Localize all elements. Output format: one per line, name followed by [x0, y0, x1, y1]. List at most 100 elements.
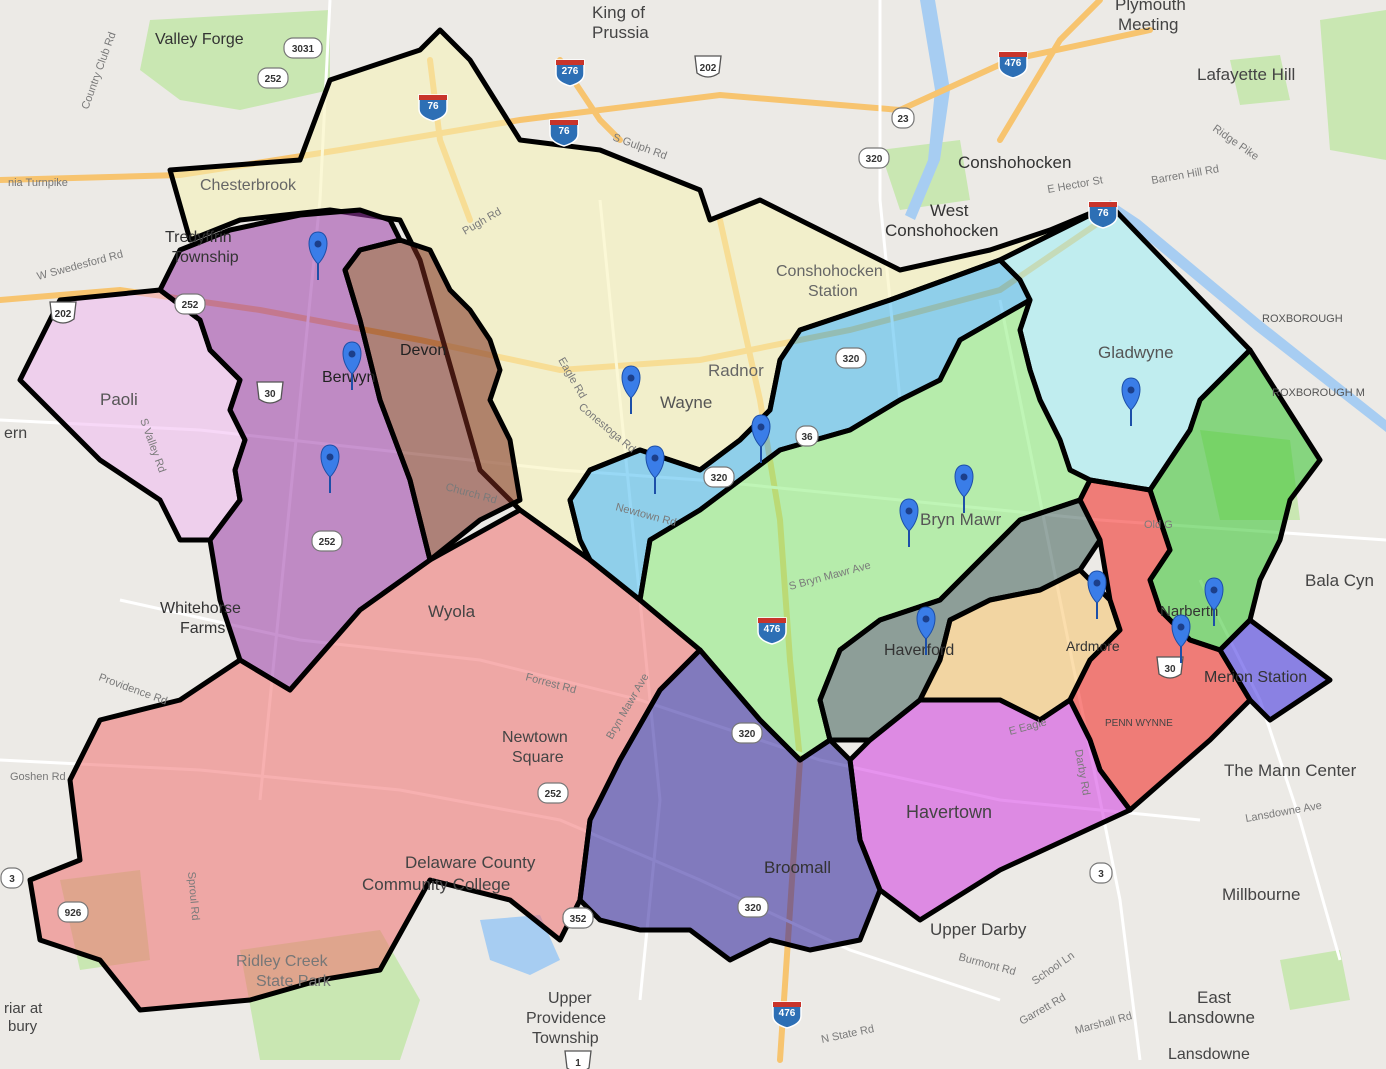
place-label-east-lansdowne: East: [1197, 988, 1231, 1007]
place-label-goshen: Goshen Rd: [10, 771, 66, 783]
location-pin-icon[interactable]: [320, 444, 340, 493]
route-shield-label: 252: [265, 74, 282, 85]
route-shield-r-36: 36: [795, 425, 819, 447]
location-pin-icon[interactable]: [308, 231, 328, 280]
place-label-bala-cynwyd: Bala Cyn: [1305, 571, 1374, 590]
place-label-west-conshohocken-2: Conshohocken: [885, 221, 998, 240]
place-label-conshohocken-station-2: Station: [808, 283, 858, 300]
place-label-ardmore: Ardmore: [1066, 638, 1120, 654]
route-shield-r-252-b: 252: [174, 293, 206, 315]
district-newtown[interactable]: [27, 507, 703, 1013]
place-label-bryn-mawr: Bryn Mawr: [920, 510, 1002, 529]
route-shield-r-252-c: 252: [311, 530, 343, 552]
district-havertown[interactable]: [847, 697, 1133, 923]
route-shield-label: 320: [711, 473, 728, 484]
location-pin-icon[interactable]: [645, 445, 665, 494]
location-pin-icon[interactable]: [916, 606, 936, 655]
route-shield-r-3-b: 3: [0, 867, 24, 889]
route-shield-label: 76: [558, 126, 570, 137]
route-shield-label: 1: [575, 1058, 581, 1069]
place-label-upper-providence-2: Providence: [526, 1010, 606, 1027]
route-shield-us-202-a: 202: [694, 55, 722, 78]
route-shield-label: 320: [866, 154, 883, 165]
location-pin-icon[interactable]: [1087, 570, 1107, 619]
place-label-merion-station: Merion Station: [1204, 669, 1307, 686]
route-shield-i-276: 276: [555, 59, 585, 87]
location-pin-icon[interactable]: [954, 464, 974, 513]
route-shield-r-252-a: 252: [257, 67, 289, 89]
route-shield-i-76-c: 76: [1088, 201, 1118, 229]
place-label-west-conshohocken: West: [930, 201, 969, 220]
place-label-tredyffrin-2: Township: [172, 249, 239, 266]
route-shield-label: 23: [897, 114, 909, 125]
route-shield-label: 3: [9, 874, 15, 885]
place-label-gladwyne: Gladwyne: [1098, 343, 1174, 362]
route-shield-label: 476: [764, 624, 781, 635]
district-pennwynne[interactable]: [1067, 477, 1253, 813]
place-label-radnor: Radnor: [708, 361, 764, 380]
route-shield-r-252-d: 252: [537, 782, 569, 804]
district-broomall[interactable]: [577, 647, 883, 963]
route-shield-label: 320: [739, 729, 756, 740]
route-shield-label: 352: [570, 914, 587, 925]
place-label-delaware-county-cc: Delaware County: [405, 853, 536, 872]
route-shield-label: 3: [1098, 869, 1104, 880]
place-label-roxborough-m: ROXBOROUGH M: [1272, 387, 1365, 399]
route-shield-label: 30: [1164, 664, 1176, 675]
route-shield-label: 3031: [292, 44, 315, 55]
location-pin-icon[interactable]: [899, 498, 919, 547]
route-shield-r-320-a: 320: [858, 147, 890, 169]
place-label-mann-center: The Mann Center: [1224, 761, 1357, 780]
place-label-whitehorse-2: Farms: [180, 620, 225, 637]
route-shield-r-320-b: 320: [835, 347, 867, 369]
route-shield-i-476-c: 476: [772, 1001, 802, 1029]
location-pin-icon[interactable]: [621, 365, 641, 414]
route-shield-i-76-b: 76: [549, 119, 579, 147]
route-shield-r-926: 926: [57, 901, 89, 923]
place-label-upper-darby: Upper Darby: [930, 920, 1027, 939]
route-shield-r-3031: 3031: [283, 37, 323, 59]
location-pin-icon[interactable]: [1171, 614, 1191, 663]
place-label-wayne: Wayne: [660, 393, 712, 412]
place-label-conshohocken-station: Conshohocken: [776, 263, 883, 280]
location-pin-icon[interactable]: [342, 341, 362, 390]
place-label-narberth: Narberth: [1160, 603, 1218, 620]
place-label-newtown-square-2: Square: [512, 749, 564, 766]
place-label-haverford: Haverford: [884, 642, 954, 659]
place-label-briar: riar at: [4, 1000, 43, 1017]
route-shield-label: 276: [562, 66, 579, 77]
route-shield-label: 476: [779, 1008, 796, 1019]
place-label-whitehorse: Whitehorse: [160, 600, 241, 617]
route-shield-label: 76: [427, 101, 439, 112]
place-label-king-of-prussia: King of: [592, 3, 645, 22]
route-shield-label: 252: [545, 789, 562, 800]
route-shield-us-202-b: 202: [49, 301, 77, 324]
location-pin-icon[interactable]: [1121, 377, 1141, 426]
route-shield-us-30-b: 30: [1156, 656, 1184, 679]
district-merion[interactable]: [1217, 617, 1333, 723]
route-shield-label: 320: [745, 903, 762, 914]
route-shield-r-1: 1: [564, 1050, 592, 1069]
place-label-conshohocken: Conshohocken: [958, 153, 1071, 172]
route-shield-r-320-c: 320: [703, 466, 735, 488]
route-shield-us-30-a: 30: [256, 381, 284, 404]
map-markers[interactable]: [308, 231, 1224, 663]
road-label-sproul-rd: Sproul Rd: [185, 871, 201, 921]
location-pin-icon[interactable]: [751, 414, 771, 463]
route-shield-label: 252: [182, 300, 199, 311]
route-shield-r-320-d: 320: [731, 722, 763, 744]
place-label-lansdowne: Lansdowne: [1168, 1046, 1250, 1063]
place-label-broomall: Broomall: [764, 858, 831, 877]
location-pin-icon[interactable]: [1204, 577, 1224, 626]
place-label-turnpike: nia Turnpike: [8, 177, 68, 189]
place-label-lafayette-hill: Lafayette Hill: [1197, 65, 1295, 84]
route-shield-i-476-a: 476: [998, 51, 1028, 79]
district-devon[interactable]: [342, 237, 523, 563]
place-label-plymouth-meeting-2: Meeting: [1118, 15, 1178, 34]
route-shield-label: 202: [700, 63, 717, 74]
place-label-east-lansdowne-2: Lansdowne: [1168, 1008, 1255, 1027]
place-label-wyola: Wyola: [428, 602, 476, 621]
place-label-penn-wynne: PENN WYNNE: [1105, 718, 1173, 729]
